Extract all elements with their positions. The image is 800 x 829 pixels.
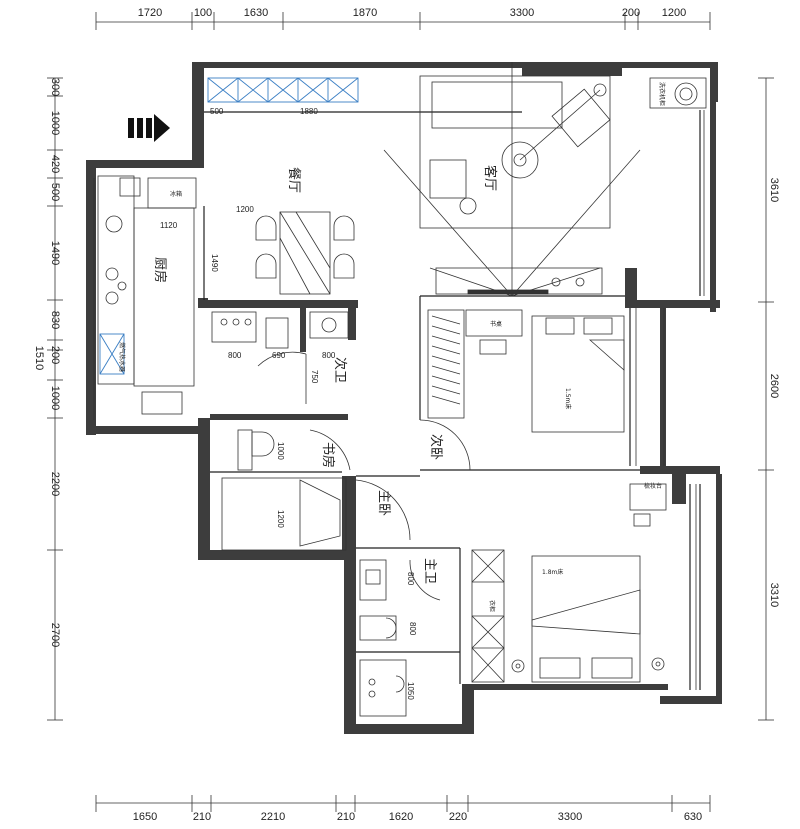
- washer: [649, 77, 707, 109]
- label-bed-large: 1.8m床: [542, 568, 563, 576]
- dim-bottom-6: 220: [449, 811, 467, 823]
- dim-bottom-4: 210: [337, 811, 355, 823]
- dim-inner-12: 800: [406, 572, 415, 586]
- dim-inner-5: 1490: [210, 254, 219, 272]
- label-wardrobe: 衣柜: [488, 600, 496, 612]
- dim-left-9: 1000: [49, 386, 61, 410]
- dim-top-2: 100: [194, 7, 212, 19]
- water-heater: [99, 333, 125, 375]
- dining-furniture: [255, 211, 355, 295]
- windows: [93, 110, 705, 690]
- dim-inner-4: 1120: [160, 221, 178, 230]
- dim-top-6: 200: [622, 7, 640, 19]
- master-bath-fixtures: [359, 559, 441, 717]
- dim-left-7: 1510: [33, 346, 45, 370]
- dim-bottom-5: 1620: [389, 811, 413, 823]
- dim-inner-7: 690: [272, 351, 286, 360]
- dim-left-5: 1490: [49, 241, 61, 265]
- label-desk: 书桌: [490, 320, 502, 328]
- dim-inner-3: 1200: [236, 205, 254, 214]
- kitchen-furniture: [97, 175, 197, 415]
- room-label-living: 客厅: [482, 165, 498, 191]
- dim-left-11: 2700: [49, 623, 61, 647]
- dim-left-2: 1000: [49, 111, 61, 135]
- room-label-dining: 餐厅: [286, 167, 302, 193]
- dim-left-3: 420: [49, 155, 61, 173]
- label-dresser: 梳妆台: [644, 482, 662, 490]
- dim-bottom-3: 2210: [261, 811, 285, 823]
- study-furniture: [221, 429, 351, 551]
- entry-arrow-icon: [128, 114, 170, 142]
- dim-right-3: 3310: [768, 583, 780, 607]
- dim-right-2: 2600: [768, 374, 780, 398]
- dim-inner-1: 500: [210, 107, 224, 116]
- dim-inner-8: 800: [322, 351, 336, 360]
- second-bath-fixtures: [211, 311, 349, 404]
- dim-inner-6: 800: [228, 351, 242, 360]
- dim-bottom-8: 630: [684, 811, 702, 823]
- label-water-heater: 燃气热水器: [118, 342, 126, 372]
- dim-top-1: 1720: [138, 7, 162, 19]
- dim-top-4: 1870: [353, 7, 377, 19]
- dim-left-6: 830: [49, 311, 61, 329]
- dim-bottom-1: 1650: [133, 811, 157, 823]
- outer-walls: [86, 62, 722, 734]
- room-label-kitchen: 厨房: [152, 257, 168, 283]
- dim-inner-10: 1000: [276, 442, 285, 460]
- room-label-study: 书房: [320, 442, 336, 468]
- dim-left-10: 2200: [49, 472, 61, 496]
- master-bedroom-furniture: [355, 479, 667, 683]
- room-label-second-bed: 次卧: [428, 434, 444, 460]
- living-room-furniture: [383, 62, 641, 297]
- dim-top-7: 1200: [662, 7, 686, 19]
- dim-left-4: 500: [49, 183, 61, 201]
- entry-cabinet: [207, 77, 359, 103]
- room-label-master-bed: 主卧: [376, 490, 391, 516]
- dim-right-1: 3610: [768, 178, 780, 202]
- dim-left-8: 200: [49, 346, 61, 364]
- dimension-lines: [47, 12, 774, 812]
- dim-inner-14: 1050: [406, 682, 415, 700]
- dim-bottom-2: 210: [193, 811, 211, 823]
- dim-top-3: 1630: [244, 7, 268, 19]
- label-bed-small: 1.5m床: [564, 388, 572, 409]
- dim-bottom-7: 3300: [558, 811, 582, 823]
- dim-inner-2: 1880: [300, 107, 318, 116]
- dim-inner-9: 750: [310, 370, 319, 384]
- room-label-master-bath: 主卫: [422, 558, 437, 584]
- room-label-second-bath: 次卫: [332, 357, 348, 383]
- interior-lines: [203, 110, 701, 690]
- dim-inner-13: 800: [408, 622, 417, 636]
- dim-inner-11: 1200: [276, 510, 285, 528]
- label-washer: 洗衣机柜: [658, 82, 666, 106]
- dim-left-1: 300: [49, 78, 61, 96]
- second-bedroom-furniture: [419, 309, 625, 471]
- dim-top-5: 3300: [510, 7, 534, 19]
- label-fridge: 冰箱: [170, 190, 182, 198]
